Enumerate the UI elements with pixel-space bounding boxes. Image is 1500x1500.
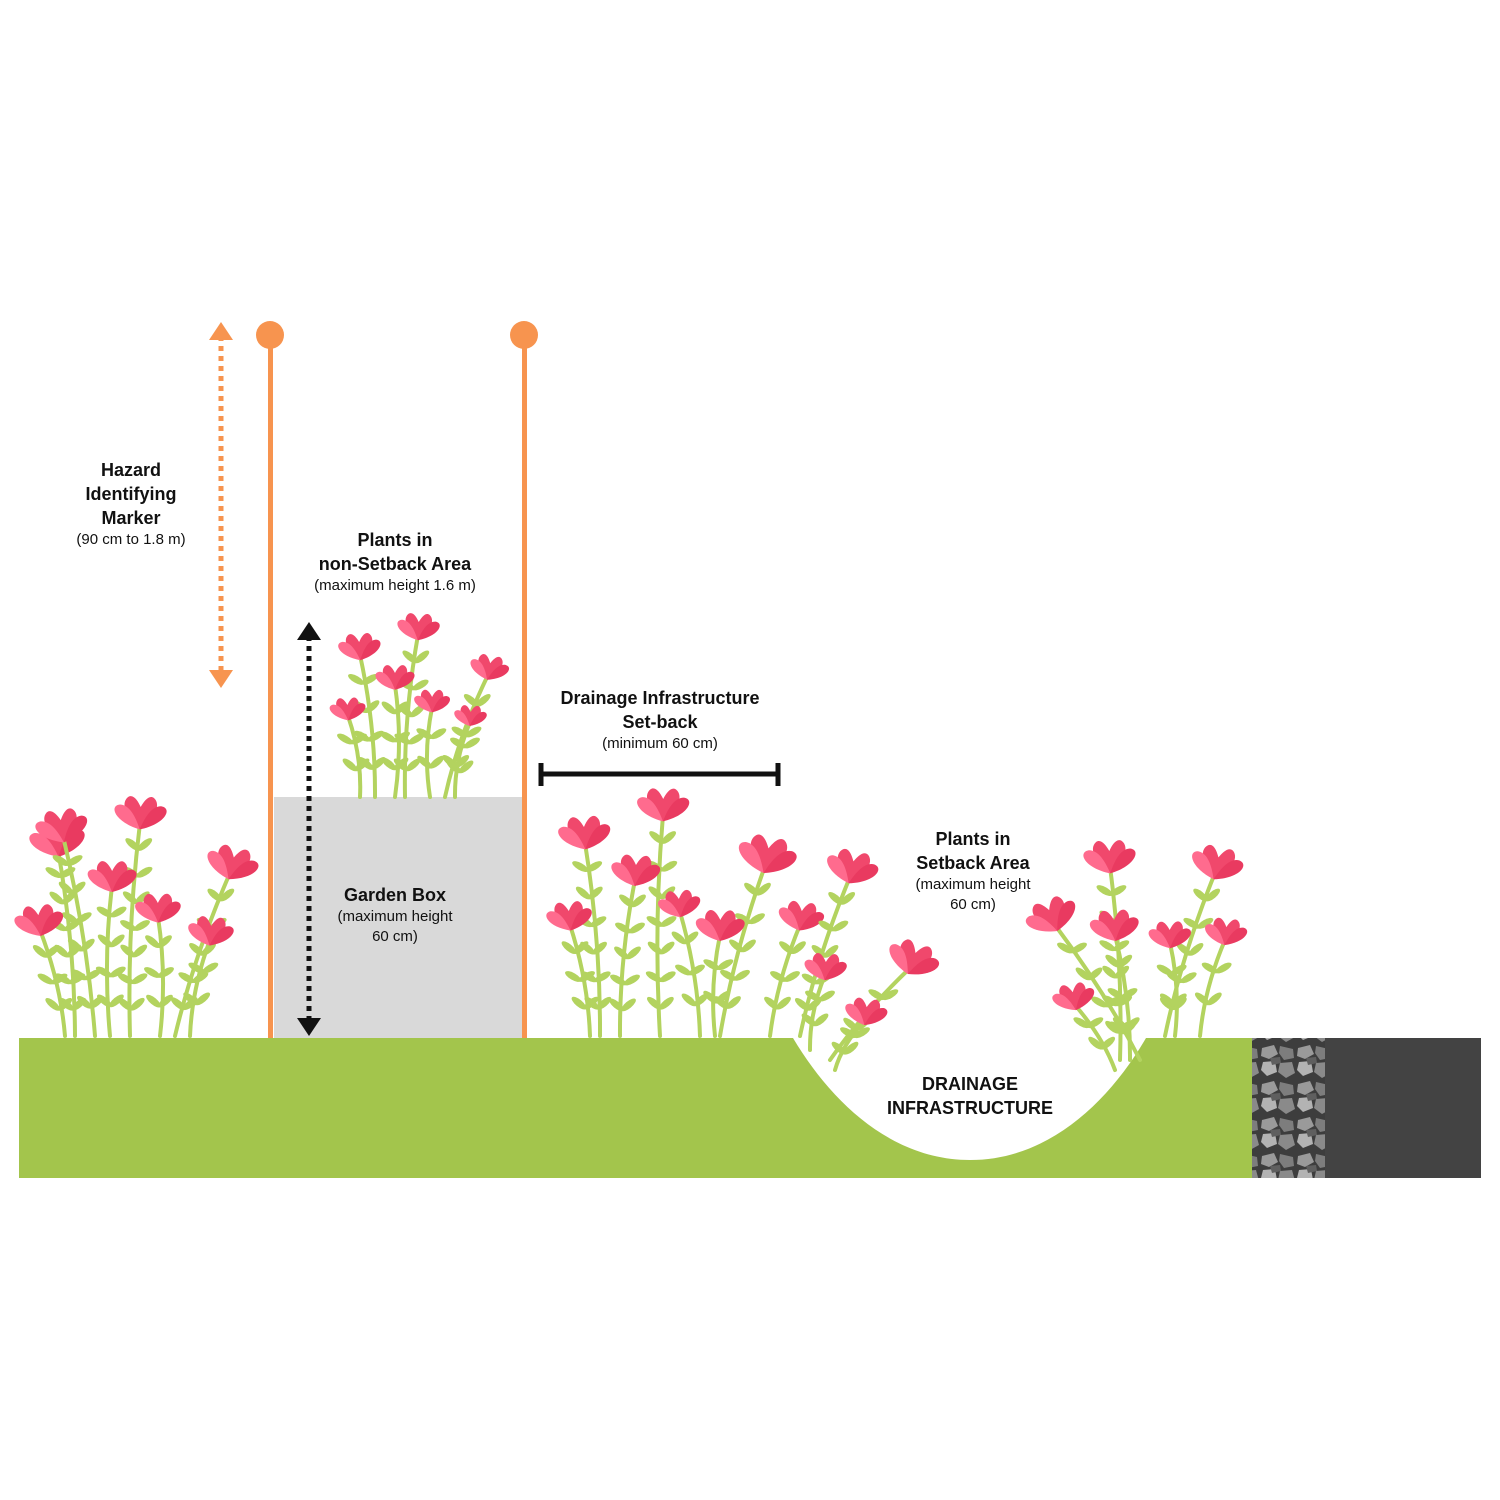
plant-group-right xyxy=(1021,839,1249,1072)
plants-non-setback-label: Plants in non-Setback Area (maximum height… xyxy=(280,528,510,596)
plants-setback-label: Plants in Setback Area (maximum height 60 c… xyxy=(893,827,1053,915)
label-title-line: Set-back xyxy=(622,712,698,732)
label-title-line: Plants in xyxy=(357,530,433,550)
road-asphalt xyxy=(1325,1038,1481,1178)
hazard-marker-right xyxy=(510,321,538,1038)
plant-group-garden-box xyxy=(329,612,511,799)
label-title-line: Hazard xyxy=(100,460,162,480)
garden-box xyxy=(274,797,522,1038)
plant-group-middle xyxy=(545,788,944,1072)
label-title-line: INFRASTRUCTURE xyxy=(887,1098,1053,1118)
flower-plant-icon xyxy=(1021,839,1249,1072)
garden-box-label: Garden Box (maximum height 60 cm) xyxy=(320,883,470,947)
hazard-marker-left xyxy=(256,321,284,1038)
label-note-line: (maximum height xyxy=(915,876,1031,893)
hazard-height-arrow-icon xyxy=(209,322,233,688)
flower-plant-icon xyxy=(329,612,511,799)
drainage-infrastructure-label: DRAINAGE INFRASTRUCTURE xyxy=(870,1072,1070,1120)
label-note-line: (90 cm to 1.8 m) xyxy=(76,531,186,548)
setback-dimension-line xyxy=(538,763,781,786)
label-title-line: DRAINAGE xyxy=(921,1074,1018,1094)
label-title-line: Identifying xyxy=(85,484,177,504)
label-note-line: (maximum height 1.6 m) xyxy=(314,577,476,594)
non-setback-height-arrow-icon xyxy=(297,622,321,1036)
gravel-strip xyxy=(1252,1038,1325,1178)
label-title-line: non-Setback Area xyxy=(318,554,472,574)
plant-group-left xyxy=(12,795,262,1038)
label-note-line: (minimum 60 cm) xyxy=(602,735,718,752)
label-title-line: Garden Box xyxy=(343,885,447,905)
flower-plant-icon xyxy=(545,788,944,1072)
label-title-line: Setback Area xyxy=(916,853,1030,873)
flower-plant-icon xyxy=(12,795,262,1038)
label-note-line: 60 cm) xyxy=(950,896,996,913)
label-title-line: Marker xyxy=(101,508,161,528)
label-note-line: 60 cm) xyxy=(372,928,418,945)
label-title-line: Drainage Infrastructure xyxy=(560,688,760,708)
label-note-line: (maximum height xyxy=(337,908,453,925)
label-title-line: Plants in xyxy=(935,829,1011,849)
ground xyxy=(19,1038,1252,1178)
